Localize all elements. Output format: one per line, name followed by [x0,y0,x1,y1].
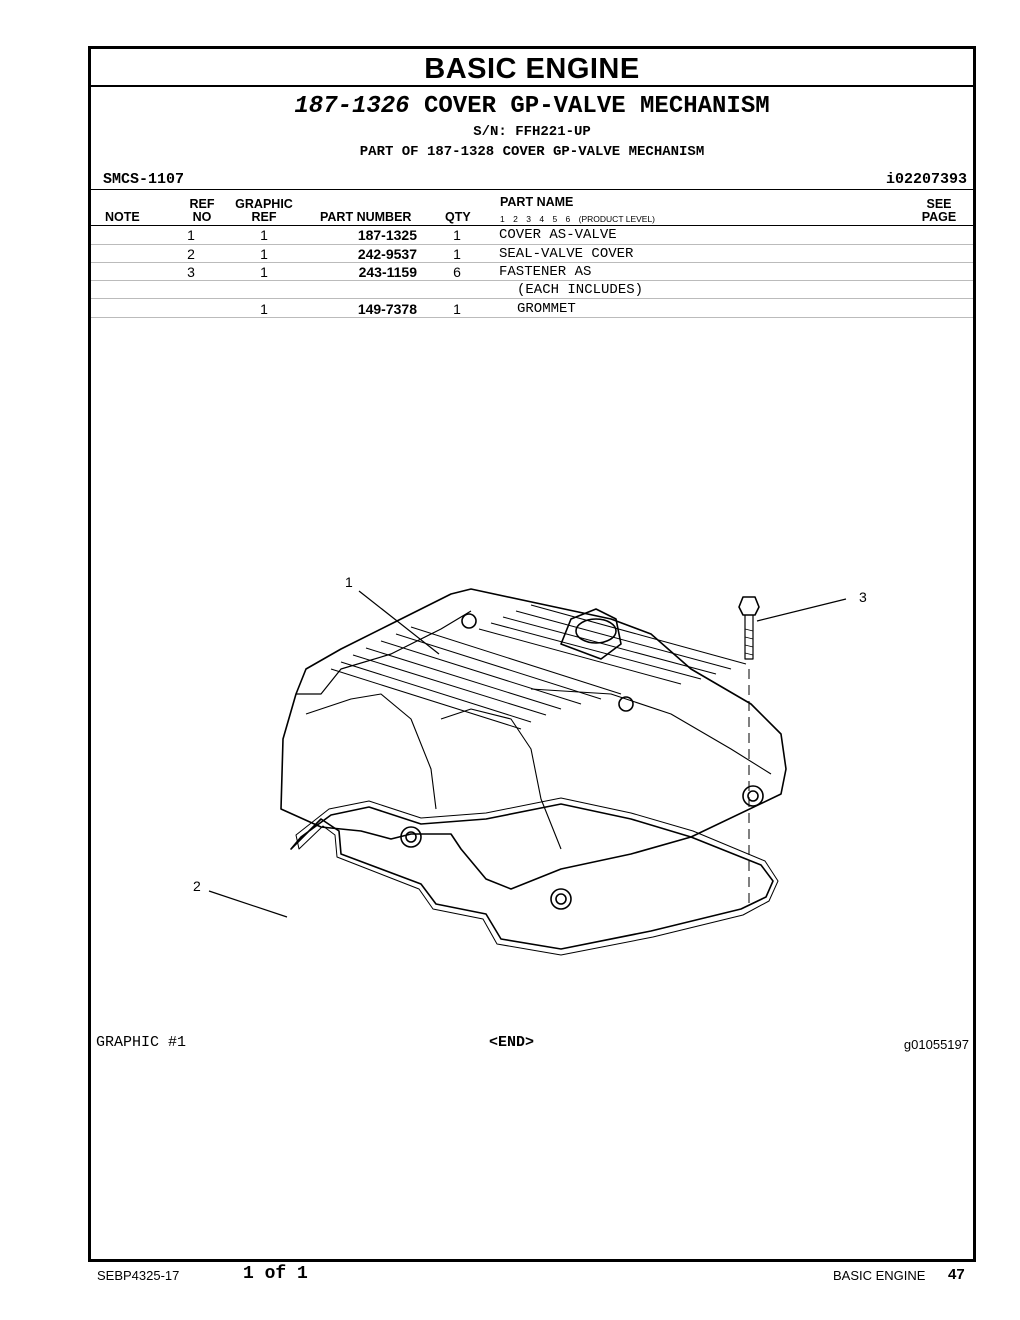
header-bottom-rule [91,225,973,226]
gasket-inner [295,797,779,956]
info-id: i02207393 [885,171,967,188]
row-divider [91,280,973,281]
row-2-qty: 1 [453,246,461,262]
row-3-part-number: 243-1159 [358,264,417,280]
footer-page-number: 47 [948,1266,965,1283]
product-level-1: 1 [500,214,505,224]
footer-doc-number: SEBP4325-17 [97,1268,180,1283]
callout-1: 1 [345,574,353,590]
row-1-part-name: COVER AS-VALVE [499,227,617,243]
col-ref-no-bottom: NO [192,210,212,224]
row-1-graphic-ref: 1 [260,227,268,243]
product-level-scale: 1 2 3 4 5 6 (PRODUCT LEVEL) [500,214,655,224]
row-2-part-number: 242-9537 [357,246,417,262]
row-3-ref-no: 3 [187,264,195,280]
product-level-3: 3 [526,214,531,224]
row-1-ref-no: 1 [187,227,195,243]
fastener-3 [738,596,760,616]
end-marker: <END> [489,1034,535,1051]
col-ref-no-top: REF [189,197,215,211]
row-4-part-name: (EACH INCLUDES) [517,282,644,298]
cover-outline [280,588,787,890]
row-divider [91,262,973,263]
product-level-6: 6 [565,214,571,224]
col-part-name: PART NAME [500,195,574,209]
header-top-rule [91,189,973,190]
row-divider [91,244,973,245]
row-divider [91,317,973,318]
callout-2: 2 [193,878,201,894]
product-level-5: 5 [552,214,558,224]
col-note: NOTE [105,210,140,224]
row-5-part-name: GROMMET [517,301,576,317]
row-3-graphic-ref: 1 [260,264,268,280]
serial-number: S/N: FFH221-UP [473,124,591,140]
row-5-qty: 1 [453,301,461,317]
product-level-2: 2 [513,214,518,224]
product-level-label: (PRODUCT LEVEL) [578,214,656,224]
row-3-qty: 6 [453,264,461,280]
col-graphic-ref-top: GRAPHIC [235,197,293,211]
row-3-part-name: FASTENER AS [499,264,592,280]
group-name: COVER GP-VALVE MECHANISM [423,93,770,120]
row-5-part-number: 149-7378 [357,301,417,317]
footer-section: BASIC ENGINE [833,1268,926,1283]
col-qty: QTY [445,210,471,224]
row-divider [91,298,973,299]
footer-page-of: 1 of 1 [243,1264,308,1284]
parts-page-frame: BASIC ENGINE 187-1326 COVER GP-VALVE MEC… [88,46,976,1262]
col-graphic-ref-bottom: REF [251,210,277,224]
col-see-page-bottom: PAGE [921,210,957,224]
row-2-graphic-ref: 1 [260,246,268,262]
product-level-4: 4 [539,214,545,224]
row-5-graphic-ref: 1 [260,301,268,317]
callout-3: 3 [859,589,867,605]
smcs-code: SMCS-1107 [103,171,185,188]
row-1-part-number: 187-1325 [357,227,417,243]
row-2-ref-no: 2 [187,246,195,262]
row-2-part-name: SEAL-VALVE COVER [499,246,634,262]
part-of-line: PART OF 187-1328 COVER GP-VALVE MECHANIS… [359,144,705,160]
graphic-label: GRAPHIC #1 [96,1034,187,1051]
exploded-view-drawing: 1 3 2 [193,574,867,956]
row-1-qty: 1 [453,227,461,243]
section-title: BASIC ENGINE [91,49,973,87]
group-title: 187-1326 COVER GP-VALVE MECHANISM [91,93,973,120]
col-part-number: PART NUMBER [320,210,412,224]
group-part-number: 187-1326 [294,93,410,120]
graphic-id: g01055197 [903,1037,969,1052]
col-see-page-top: SEE [926,197,952,211]
gasket-outer [290,803,774,950]
